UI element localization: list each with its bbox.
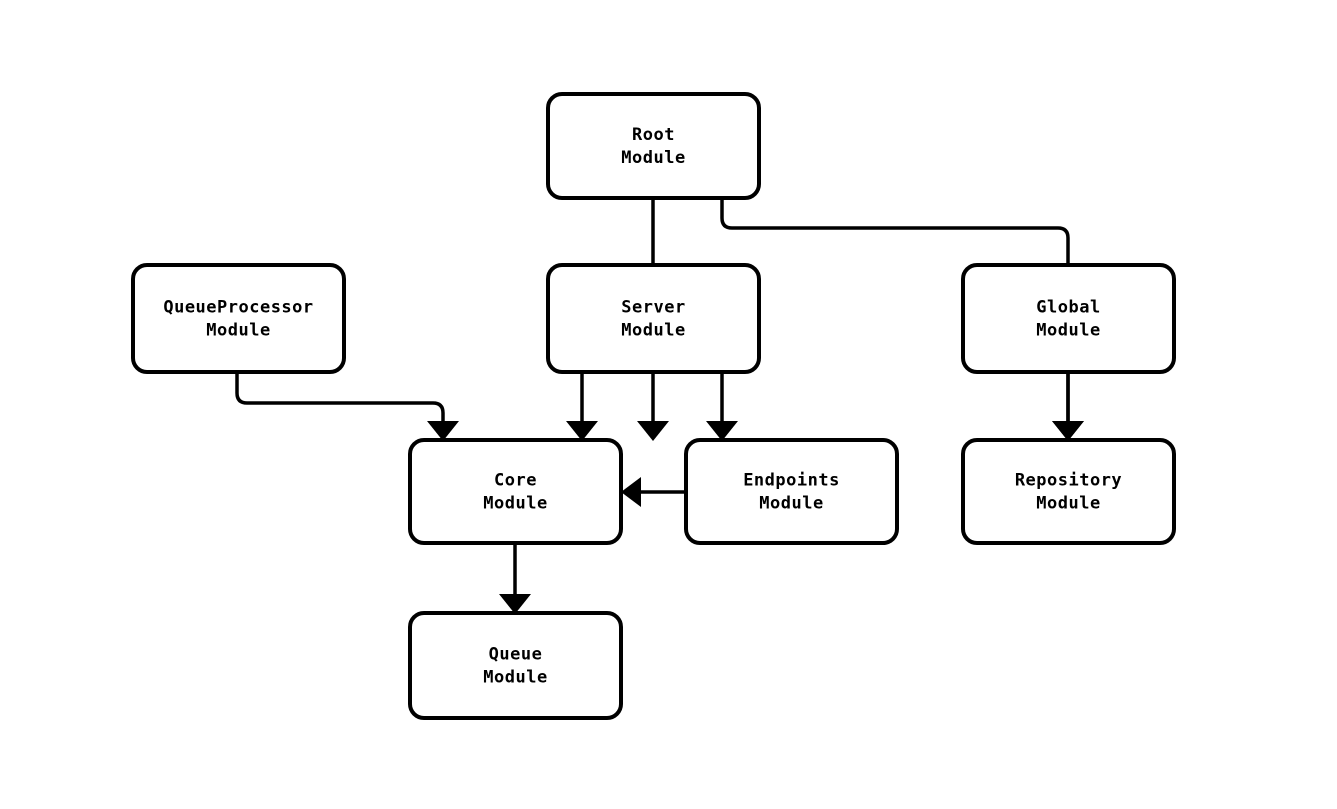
node-label-line1: Endpoints	[743, 471, 840, 491]
arrowhead-icon	[621, 477, 641, 507]
edge-queueprocessor-to-core	[235, 372, 459, 441]
node-box[interactable]	[961, 263, 1176, 374]
edge-server-to-core	[566, 372, 598, 441]
node-label-line1: Queue	[489, 645, 543, 665]
node-label-line2: Module	[1036, 321, 1100, 341]
edge-global-to-repository	[1052, 372, 1084, 441]
node-label-line1: Root	[632, 125, 675, 145]
edge-core-to-queue	[499, 543, 531, 614]
node-label-line2: Module	[206, 321, 270, 341]
node-label-line2: Module	[483, 494, 547, 514]
node-label-line2: Module	[621, 321, 685, 341]
node-label-line2: Module	[483, 668, 547, 688]
node-box[interactable]	[408, 438, 623, 545]
node-label-line2: Module	[1036, 494, 1100, 514]
arrowhead-icon	[637, 421, 669, 441]
edge-server-to-endpoints	[706, 372, 738, 441]
edges-layer	[235, 198, 1084, 614]
nodes-layer: RootModuleQueueProcessorModuleServerModu…	[131, 92, 1176, 720]
node-label-line1: Global	[1036, 298, 1100, 318]
node-label-line2: Module	[759, 494, 823, 514]
arrowhead-icon	[566, 421, 598, 441]
node-box[interactable]	[408, 611, 623, 720]
arrowhead-icon	[1052, 421, 1084, 441]
node-label-line2: Module	[621, 148, 685, 168]
node-box[interactable]	[131, 263, 346, 374]
node-label-line1: Server	[621, 298, 685, 318]
edge-line	[720, 198, 1070, 424]
node-box[interactable]	[684, 438, 899, 545]
node-box[interactable]	[546, 92, 761, 200]
node-label-line1: Repository	[1015, 471, 1122, 491]
arrowhead-icon	[427, 421, 459, 441]
node-label-line1: Core	[494, 471, 537, 491]
node-box[interactable]	[546, 263, 761, 374]
node-box[interactable]	[961, 438, 1176, 545]
arrowhead-icon	[499, 594, 531, 614]
edge-line	[235, 372, 445, 424]
edge-endpoints-to-core	[621, 477, 686, 507]
node-label-line1: QueueProcessor	[163, 298, 313, 318]
arrowhead-icon	[706, 421, 738, 441]
